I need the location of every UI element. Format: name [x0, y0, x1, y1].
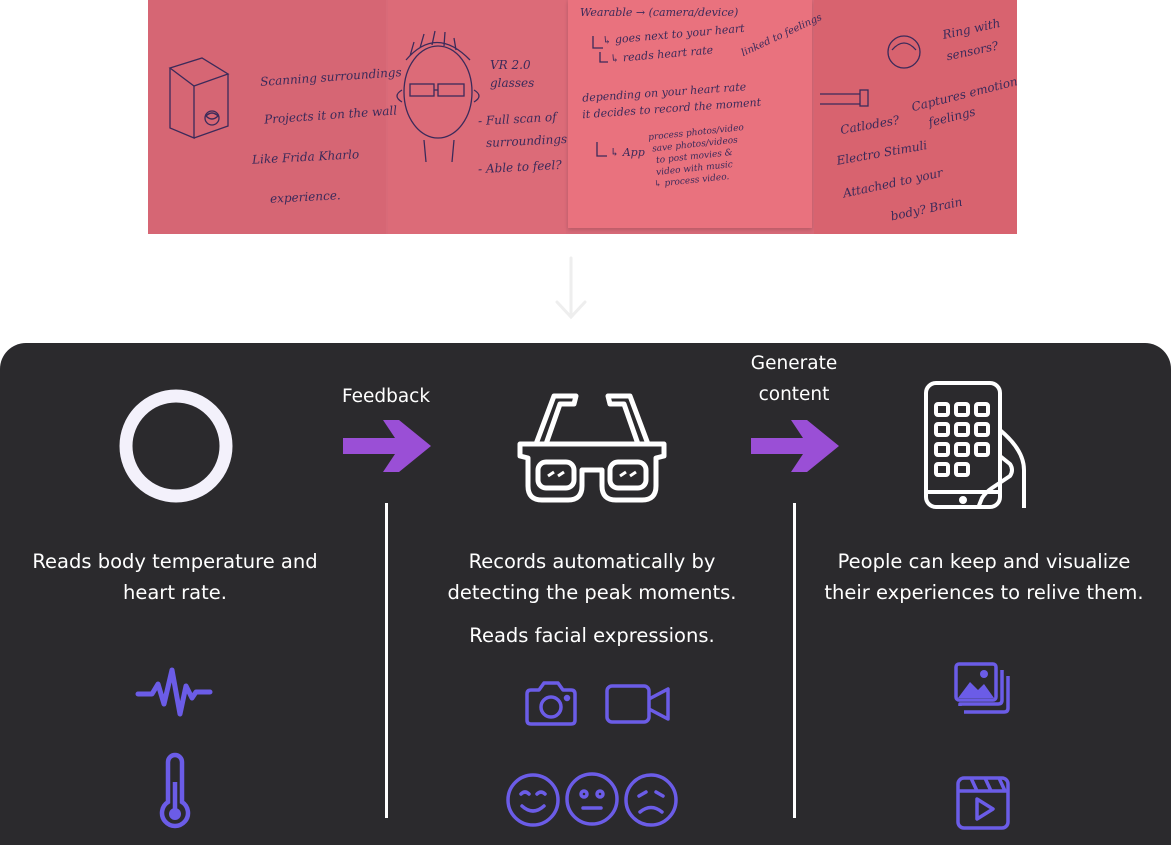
video-icon: [605, 684, 670, 724]
down-arrow-icon: [555, 256, 587, 320]
step1-description: Reads body temperature and heart rate.: [32, 550, 318, 604]
gallery-icon: [954, 662, 1010, 714]
glasses-icon: [517, 393, 667, 503]
video-play-icon: [956, 776, 1010, 830]
neutral-face-icon: [565, 772, 619, 826]
smile-face-icon: [506, 773, 560, 827]
sticky-note-4: [814, 0, 1017, 234]
divider-right: [793, 503, 796, 818]
note3-line7: ↳ App: [610, 146, 645, 159]
divider-left: [385, 503, 388, 818]
sticky-note-3: [568, 0, 812, 228]
sad-face-icon: [624, 773, 678, 827]
note3-line1: Wearable → (camera/device): [580, 6, 739, 19]
camera-icon: [525, 681, 577, 726]
smartphone-hand-icon: [924, 381, 1026, 509]
sticky-note-1: [148, 0, 386, 234]
sketch-drawings: [168, 30, 921, 163]
note2-line2: glasses: [490, 76, 535, 90]
thermometer-icon: [159, 752, 191, 829]
heartbeat-icon: [135, 667, 213, 717]
step3-description: People can keep and visualize their expe…: [824, 550, 1144, 604]
ring-icon: [119, 389, 233, 503]
sticky-note-2: [388, 0, 566, 234]
facial-expressions-group: [506, 772, 678, 827]
feedback-label: Feedback: [341, 386, 431, 407]
step2-description: Records automatically by detecting the p…: [447, 550, 737, 604]
right-arrow-icon: [343, 420, 431, 472]
generate-content-label: Generate content: [750, 353, 838, 405]
right-arrow-icon: [751, 420, 839, 472]
step2-secondary: Reads facial expressions.: [469, 624, 715, 647]
note2-line1: VR 2.0: [490, 58, 531, 72]
sketch-photo: Scanning surroundings Projects it on the…: [148, 0, 1017, 234]
